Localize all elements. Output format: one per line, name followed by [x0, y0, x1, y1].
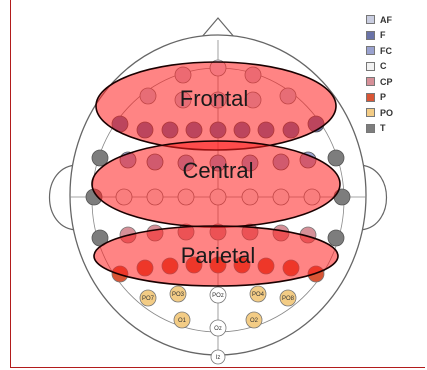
electrode-ft8 [328, 150, 344, 166]
legend-item: F [366, 28, 422, 44]
central-label: Central [183, 158, 254, 183]
label-po4: PO4 [252, 292, 265, 298]
legend-swatch [366, 62, 375, 71]
central-region-highlight [92, 141, 340, 227]
legend-label: T [380, 123, 386, 133]
legend-swatch [366, 124, 375, 133]
legend-item: PO [366, 105, 422, 121]
label-po3: PO3 [172, 292, 185, 298]
label-poz: POz [212, 293, 224, 299]
label-o1: O1 [178, 318, 187, 324]
legend-label: P [380, 92, 386, 102]
legend-item: P [366, 90, 422, 106]
legend-swatch [366, 15, 375, 24]
legend-swatch [366, 93, 375, 102]
legend-item: CP [366, 74, 422, 90]
label-po7: PO7 [142, 296, 155, 302]
legend-swatch [366, 46, 375, 55]
frontal-label: Frontal [180, 86, 248, 111]
legend-swatch [366, 31, 375, 40]
electrode-tp8 [328, 230, 344, 246]
label-po8: PO8 [282, 296, 295, 302]
legend-item: AF [366, 12, 422, 28]
legend-item: FC [366, 43, 422, 59]
legend-swatch [366, 77, 375, 86]
legend-label: FC [380, 46, 392, 56]
parietal-label: Parietal [181, 243, 256, 268]
legend-label: PO [380, 108, 393, 118]
legend-item: T [366, 121, 422, 137]
legend-label: F [380, 30, 386, 40]
legend-label: AF [380, 15, 392, 25]
legend-label: C [380, 61, 387, 71]
label-iz: Iz [216, 355, 221, 361]
legend-swatch [366, 108, 375, 117]
legend-label: CP [380, 77, 393, 87]
legend-item: C [366, 59, 422, 75]
legend: AF F FC C CP P PO T [366, 12, 422, 136]
label-oz: Oz [214, 326, 222, 332]
label-o2: O2 [250, 318, 259, 324]
